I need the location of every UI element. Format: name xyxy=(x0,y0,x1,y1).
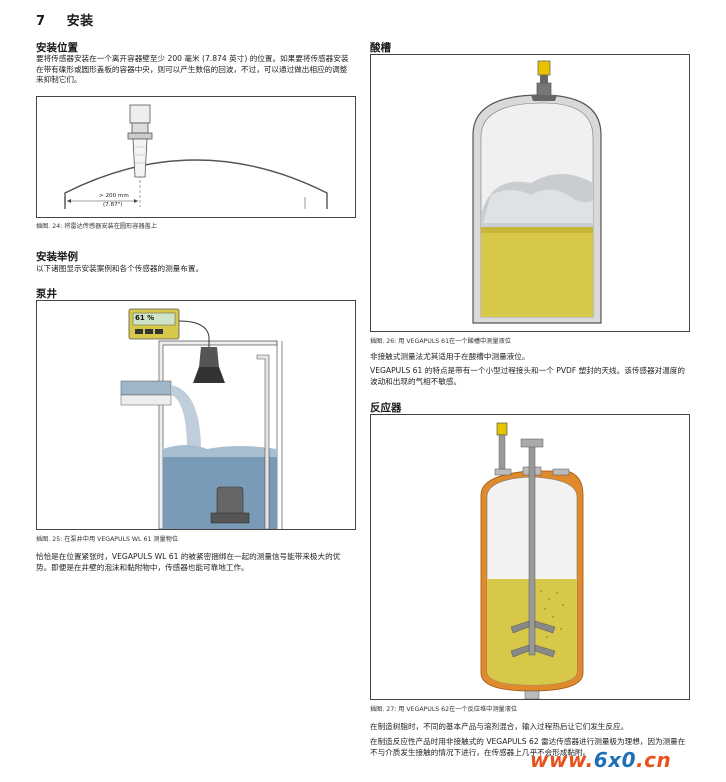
dimension-label-mm: > 200 mm xyxy=(99,193,129,199)
figure-27-caption: 插图. 27: 用 VEGAPULS 62在一个反应堆中测量液位 xyxy=(370,706,518,713)
dimension-label-inch: (7.87") xyxy=(103,202,123,208)
section-text-acid-tank-p2: VEGAPULS 61 的特点是带有一个小型过程接头和一个 PVDF 塑封的天线… xyxy=(370,366,685,386)
section-title-install-position: 安装位置 xyxy=(36,42,78,54)
figure-24-dome-lid: > 200 mm (7.87") xyxy=(36,96,356,218)
watermark-suffix: .cn xyxy=(635,748,672,772)
figure-27-reactor xyxy=(370,414,690,700)
section-text-install-position: 要将传感器安装在一个离开容器壁至少 200 毫米 (7.874 英寸) 的位置。… xyxy=(36,54,349,84)
display-reading: 61 % xyxy=(135,314,155,322)
section-title-acid-tank: 酸槽 xyxy=(370,42,391,54)
figure-26-caption: 插图. 26: 用 VEGAPULS 61在一个酸槽中测量液位 xyxy=(370,338,511,345)
section-title-reactor: 反应器 xyxy=(370,402,402,414)
figure-25-caption: 插图. 25: 在泵井中用 VEGAPULS WL 61 测量物位 xyxy=(36,536,179,543)
chapter-number: 7 xyxy=(36,14,46,29)
section-title-pump-well: 泵井 xyxy=(36,288,57,300)
chapter-heading: 7 安装 xyxy=(36,10,94,29)
section-text-reactor-p1: 在制造树脂时，不同的基本产品与溶剂混合，输入过程热后让它们发生反应。 xyxy=(370,722,629,731)
section-text-reactor-p2: 在制造反应性产品时用非接触式的 VEGAPULS 62 雷达传感器进行测量极为理… xyxy=(370,737,686,757)
watermark-logo: www.6x0.cn xyxy=(530,748,671,772)
section-title-examples: 安装举例 xyxy=(36,251,78,263)
section-text-acid-tank-p1: 非接触式测量法尤其适用于在酸槽中测量液位。 xyxy=(370,352,530,361)
figure-26-acid-tank xyxy=(370,54,690,332)
figure-25-pump-well: 61 % xyxy=(36,300,356,530)
chapter-title: 安装 xyxy=(66,14,94,29)
watermark-main: 6x0 xyxy=(593,748,636,772)
figure-24-caption: 插图. 24: 将雷达传感器安装在圆形容器盖上 xyxy=(36,223,158,230)
section-text-examples: 以下诸图显示安装案例和各个传感器的测量布置。 xyxy=(36,264,204,273)
watermark-prefix: www. xyxy=(530,748,594,772)
section-text-pump-well: 恰恰是在位置紧张时，VEGAPULS WL 61 的被紧密捆绑在一起的测量信号能… xyxy=(36,552,341,572)
